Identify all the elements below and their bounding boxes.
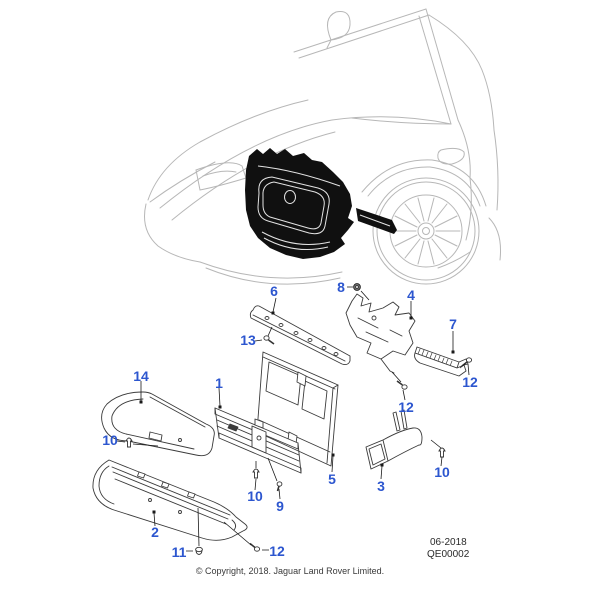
callout-5[interactable]: 5: [328, 471, 336, 487]
part-7-shape: [414, 346, 469, 377]
grommet-icon: [195, 546, 203, 555]
callout-14[interactable]: 14: [133, 368, 149, 384]
copyright-notice: © Copyright, 2018. Jaguar Land Rover Lim…: [195, 566, 385, 576]
screw-icon: [276, 481, 283, 492]
screw-icon: [396, 380, 408, 390]
callout-2[interactable]: 2: [151, 524, 159, 540]
callout-13[interactable]: 13: [240, 332, 256, 348]
callout-12[interactable]: 12: [462, 374, 478, 390]
callout-10[interactable]: 10: [434, 464, 450, 480]
callout-11[interactable]: 11: [171, 544, 187, 560]
callout-3[interactable]: 3: [377, 478, 385, 494]
callout-7[interactable]: 7: [449, 316, 457, 332]
leader-lines: [116, 286, 470, 552]
push-pin-icon: [438, 447, 446, 458]
part-4-shape: [345, 293, 416, 374]
callout-10[interactable]: 10: [102, 432, 118, 448]
screw-icon: [249, 542, 261, 552]
callout-8[interactable]: 8: [337, 279, 345, 295]
leader-end-markers: [139, 311, 455, 514]
callout-10[interactable]: 10: [247, 488, 263, 504]
callout-4[interactable]: 4: [407, 287, 415, 303]
push-pin-icon: [125, 437, 133, 448]
part-3-shape: [365, 409, 423, 470]
doc-date: 06-2018: [430, 537, 467, 548]
part-2-shape: [92, 459, 248, 541]
highlighted-front-end: [245, 148, 397, 259]
callout-1[interactable]: 1: [215, 375, 223, 391]
nut-icon: [353, 283, 361, 291]
part-6-shape: [249, 305, 351, 366]
callout-6[interactable]: 6: [270, 283, 278, 299]
vehicle-illustration: [144, 8, 501, 285]
callout-12[interactable]: 12: [398, 399, 414, 415]
screw-icon: [263, 335, 275, 345]
push-pin-icon: [252, 468, 260, 479]
part-1-shape: [214, 407, 302, 474]
wheel-spokes: [391, 197, 461, 265]
callout-9[interactable]: 9: [276, 498, 284, 514]
callout-12[interactable]: 12: [269, 543, 285, 559]
doc-code: QE00002: [427, 549, 470, 560]
